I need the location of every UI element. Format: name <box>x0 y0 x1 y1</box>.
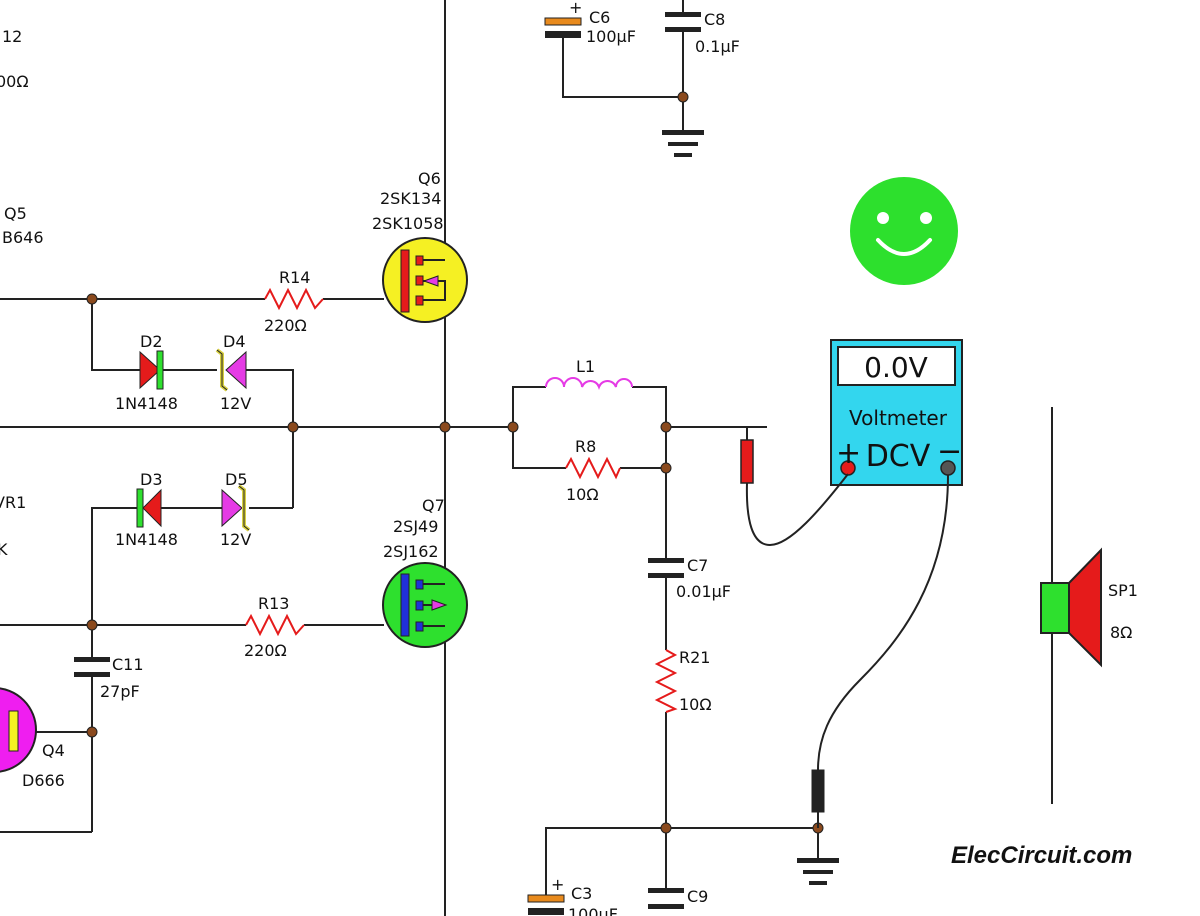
d4-zener-diode <box>215 348 247 392</box>
c6-capacitor <box>544 17 582 38</box>
voltmeter-reading: 0.0V <box>864 351 928 384</box>
q6-part1-label: 2SK134 <box>380 189 441 208</box>
smiley-face-icon <box>850 177 958 285</box>
c7-name-label: C7 <box>687 556 708 575</box>
q7-part2-label: 2SJ162 <box>383 542 439 561</box>
c3-capacitor <box>527 894 565 915</box>
q7-name-label: Q7 <box>422 496 445 515</box>
r13-name-label: R13 <box>258 594 289 613</box>
c3-polarity-mark: + <box>551 875 564 894</box>
ground-symbol <box>662 130 704 157</box>
l1-name-label: L1 <box>576 357 595 376</box>
junction-node <box>507 421 519 433</box>
d4-value-label: 12V <box>220 394 251 413</box>
c11-capacitor <box>74 657 110 677</box>
c9-name-label: C9 <box>687 887 708 906</box>
r13-value-label: 220Ω <box>244 641 287 660</box>
resistor-edge-label: 00Ω <box>0 72 29 91</box>
d2-part-label: 1N4148 <box>115 394 178 413</box>
sp1-name-label: SP1 <box>1108 581 1138 600</box>
q5-part-label: B646 <box>2 228 44 247</box>
d3-name-label: D3 <box>140 470 163 489</box>
junction-node <box>287 421 299 433</box>
junction-node <box>86 293 98 305</box>
voltmeter-plus-label: + <box>836 436 861 471</box>
c6-value-label: 100µF <box>586 27 636 46</box>
vr1-value-label: K <box>0 540 8 559</box>
q5-label: Q5 <box>4 204 27 223</box>
junction-node <box>660 421 672 433</box>
positive-probe[interactable] <box>740 439 754 484</box>
c3-name-label: C3 <box>571 884 592 903</box>
c7-value-label: 0.01µF <box>676 582 731 601</box>
junction-node <box>677 91 689 103</box>
d3-part-label: 1N4148 <box>115 530 178 549</box>
junction-node <box>86 619 98 631</box>
l1-inductor <box>545 377 633 391</box>
d5-value-label: 12V <box>220 530 251 549</box>
negative-probe-lead <box>817 474 949 771</box>
c8-name-label: C8 <box>704 10 725 29</box>
q6-name-label: Q6 <box>418 169 441 188</box>
brand-watermark: ElecCircuit.com <box>951 842 1132 869</box>
r21-name-label: R21 <box>679 648 710 667</box>
voltmeter-mode-label: DCV <box>866 439 931 474</box>
junction-nodes <box>86 91 824 834</box>
q6-part2-label: 2SK1058 <box>372 214 444 233</box>
q4-transistor <box>0 687 37 773</box>
c11-value-label: 27pF <box>100 682 140 701</box>
d2-name-label: D2 <box>140 332 163 351</box>
ground-symbol <box>797 858 839 885</box>
q7-mosfet <box>382 562 468 648</box>
r13-resistor <box>245 613 305 637</box>
r8-name-label: R8 <box>575 437 596 456</box>
d5-zener-diode <box>221 484 251 532</box>
junction-node <box>660 822 672 834</box>
sp1-value-label: 8Ω <box>1110 623 1132 642</box>
c8-value-label: 0.1µF <box>695 37 740 56</box>
c6-name-label: C6 <box>589 8 610 27</box>
q7-part1-label: 2SJ49 <box>393 517 438 536</box>
d4-name-label: D4 <box>223 332 246 351</box>
positive-probe-lead <box>745 473 849 547</box>
voltmeter-title: Voltmeter <box>849 406 948 430</box>
junction-node <box>86 726 98 738</box>
vr1-label: VR1 <box>0 493 26 512</box>
speaker-icon <box>1040 547 1102 668</box>
r8-value-label: 10Ω <box>566 485 599 504</box>
c8-capacitor <box>665 12 701 32</box>
junction-node <box>439 421 451 433</box>
r21-value-label: 10Ω <box>679 695 712 714</box>
q4-name-label: Q4 <box>42 741 65 760</box>
d5-name-label: D5 <box>225 470 248 489</box>
c11-name-label: C11 <box>112 655 144 674</box>
voltmeter-minus-label: − <box>937 434 962 469</box>
d2-diode <box>139 350 164 390</box>
r14-value-label: 220Ω <box>264 316 307 335</box>
voltmeter <box>830 339 963 486</box>
r21-resistor <box>654 649 678 713</box>
c9-capacitor <box>648 888 684 909</box>
r8-resistor <box>565 456 621 480</box>
q3-part-label: 12 <box>2 27 22 46</box>
d3-diode <box>136 488 162 528</box>
c3-value-label: 100µF <box>568 905 618 916</box>
junction-node <box>660 462 672 474</box>
negative-probe[interactable] <box>811 769 825 813</box>
c6-polarity-mark: + <box>569 0 582 17</box>
r14-resistor <box>264 287 324 311</box>
r14-name-label: R14 <box>279 268 310 287</box>
q4-part-label: D666 <box>22 771 65 790</box>
q6-mosfet <box>382 237 468 323</box>
c7-capacitor <box>648 558 684 578</box>
